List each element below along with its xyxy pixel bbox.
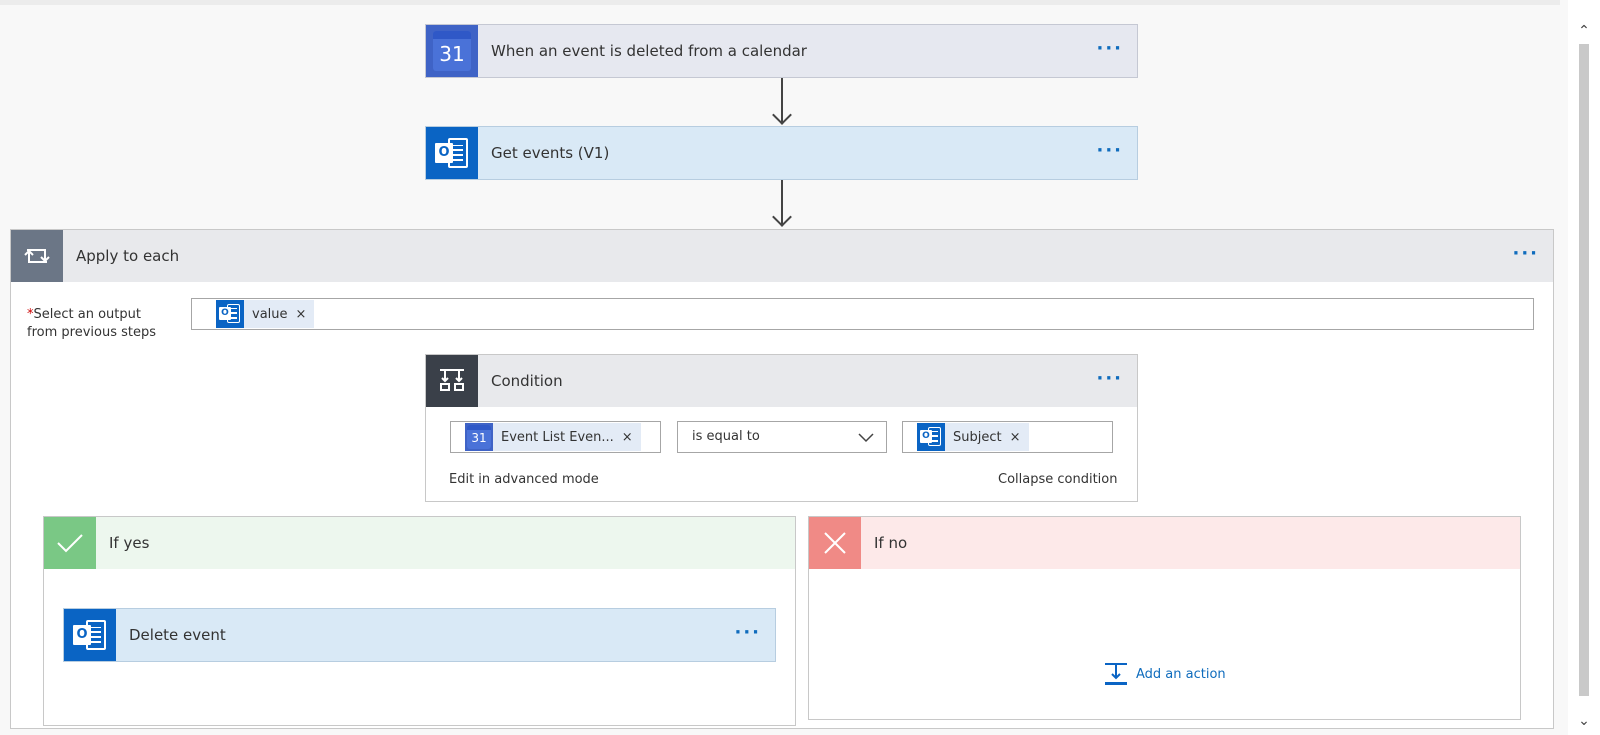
google-calendar-icon: 31 (465, 423, 493, 451)
add-action-button[interactable]: Add an action (1104, 660, 1226, 688)
value-token-remove[interactable]: × (295, 306, 307, 322)
flow-arrow-head (772, 207, 792, 227)
flow-arrow (781, 78, 783, 124)
add-action-icon (1105, 663, 1127, 685)
trigger-title: When an event is deleted from a calendar (491, 42, 807, 60)
delete-event-title: Delete event (129, 626, 226, 644)
if-yes-branch: If yes (43, 516, 796, 726)
outlook-icon: O (917, 423, 945, 451)
vertical-scrollbar[interactable]: ⌃ ⌄ (1568, 0, 1600, 735)
flow-arrow-head (772, 105, 792, 125)
add-action-label: Add an action (1136, 666, 1226, 682)
outlook-icon: O (216, 300, 244, 328)
chevron-down-icon (858, 433, 874, 443)
checkmark-icon (44, 517, 96, 569)
loop-icon (11, 230, 63, 282)
edit-advanced-mode-link[interactable]: Edit in advanced mode (449, 472, 599, 487)
condition-title: Condition (491, 372, 563, 390)
scroll-up-icon[interactable]: ⌃ (1578, 23, 1590, 39)
condition-left-operand[interactable]: 31 Event List Even... × (450, 421, 661, 453)
close-icon (809, 517, 861, 569)
event-list-token-label: Event List Even... (501, 429, 614, 445)
get-events-title: Get events (V1) (491, 144, 610, 162)
scroll-down-icon[interactable]: ⌄ (1578, 713, 1590, 729)
get-events-more-button[interactable]: ··· (1096, 140, 1123, 161)
trigger-more-button[interactable]: ··· (1096, 38, 1123, 59)
delete-event-more-button[interactable]: ··· (734, 622, 761, 643)
get-events-card[interactable]: O Get events (V1) ··· (425, 126, 1138, 180)
select-output-field[interactable]: O value × (191, 298, 1534, 330)
if-no-title: If no (874, 534, 908, 552)
outlook-icon: O (426, 127, 478, 179)
subject-token[interactable]: O Subject × (917, 423, 1029, 451)
google-calendar-icon: 31 (426, 25, 478, 77)
required-mark: * (27, 307, 34, 322)
condition-icon (426, 355, 478, 407)
if-no-branch: If no (808, 516, 1521, 720)
if-yes-header[interactable]: If yes (44, 517, 795, 569)
if-no-header[interactable]: If no (809, 517, 1520, 569)
trigger-card[interactable]: 31 When an event is deleted from a calen… (425, 24, 1138, 78)
apply-to-each-title: Apply to each (76, 247, 180, 265)
flow-arrow (781, 180, 783, 226)
delete-event-card[interactable]: O Delete event ··· (63, 608, 776, 662)
event-list-token[interactable]: 31 Event List Even... × (465, 423, 641, 451)
value-token[interactable]: O value × (216, 300, 315, 328)
condition-right-operand[interactable]: O Subject × (902, 421, 1113, 453)
collapse-condition-link[interactable]: Collapse condition (998, 472, 1118, 487)
subject-token-label: Subject (953, 429, 1002, 445)
condition-more-button[interactable]: ··· (1096, 368, 1123, 389)
condition-header[interactable]: Condition ··· (426, 355, 1137, 407)
scroll-thumb[interactable] (1579, 44, 1589, 696)
subject-token-remove[interactable]: × (1009, 429, 1021, 445)
condition-operator-dropdown[interactable]: is equal to (677, 421, 887, 453)
operator-value: is equal to (692, 429, 760, 444)
value-token-label: value (252, 306, 288, 322)
apply-to-each-more-button[interactable]: ··· (1512, 243, 1539, 264)
select-output-label: *Select an output from previous steps (27, 307, 156, 340)
outlook-icon: O (64, 609, 116, 661)
event-list-token-remove[interactable]: × (621, 429, 633, 445)
if-yes-title: If yes (109, 534, 150, 552)
apply-to-each-header[interactable]: Apply to each ··· (11, 230, 1553, 282)
top-strip (0, 0, 1560, 5)
